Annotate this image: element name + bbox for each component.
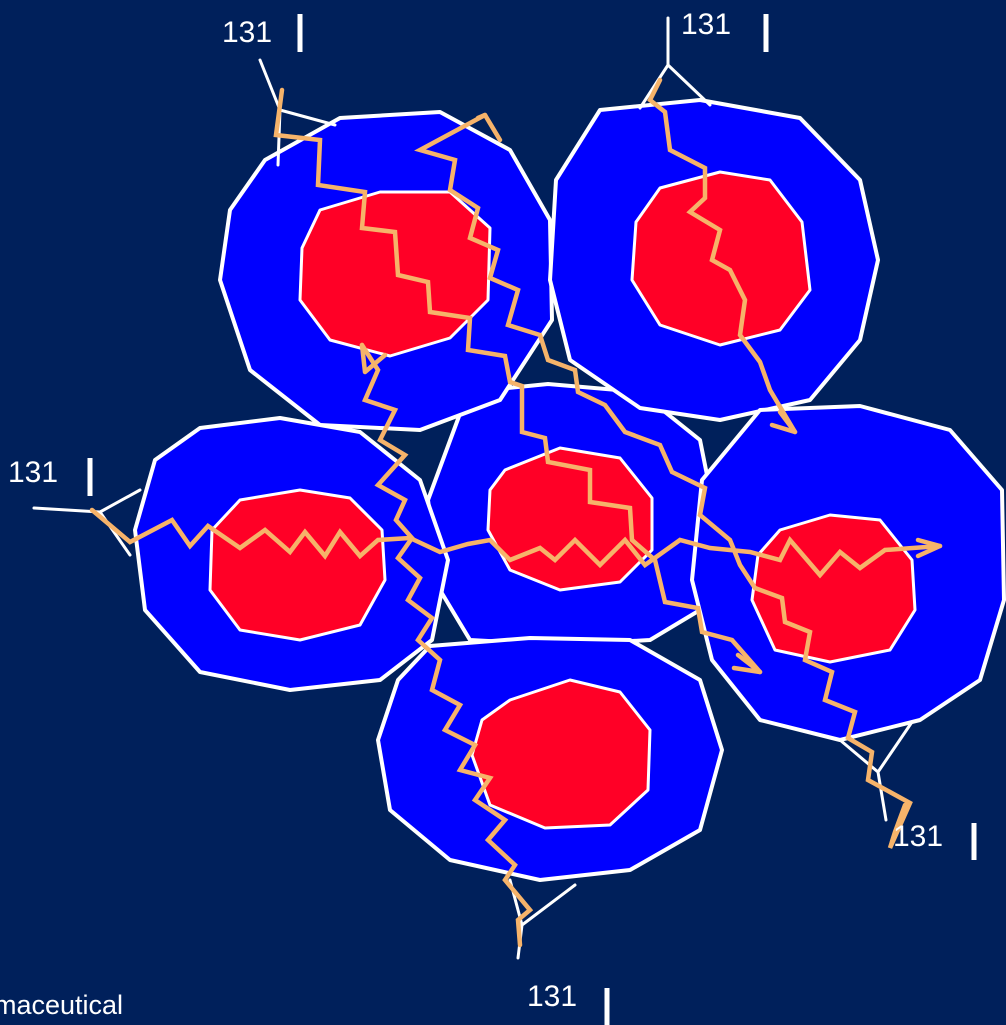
antibody-top-right xyxy=(638,16,712,110)
ray-right-to-topleft xyxy=(414,112,913,849)
isotope-label-right: 131 xyxy=(893,820,943,853)
ray-bottom-to-topleft xyxy=(359,342,534,948)
ray-top-right-to-center xyxy=(647,77,798,435)
isotope-label-top-right: 131 xyxy=(681,8,731,41)
nucleus-center xyxy=(486,446,654,592)
ray-top-left-to-center xyxy=(273,87,763,675)
isotope-label-top-left: 131 xyxy=(222,16,272,49)
nucleus-top-right xyxy=(630,170,812,347)
nucleus-right xyxy=(750,513,917,664)
ray-head-3 xyxy=(915,537,943,559)
isotope-label-bottom: 131 xyxy=(527,980,577,1013)
ray-left-to-right xyxy=(89,507,943,579)
antibody-left xyxy=(32,488,142,557)
nucleus-left xyxy=(208,488,387,642)
ray-head-5 xyxy=(359,342,388,375)
caption-text: maceutical xyxy=(0,990,124,1020)
ray-head-2 xyxy=(769,409,798,435)
ray-head-4 xyxy=(475,112,503,143)
isotope-label-left: 131 xyxy=(8,456,58,489)
ray-head-1 xyxy=(731,652,763,675)
